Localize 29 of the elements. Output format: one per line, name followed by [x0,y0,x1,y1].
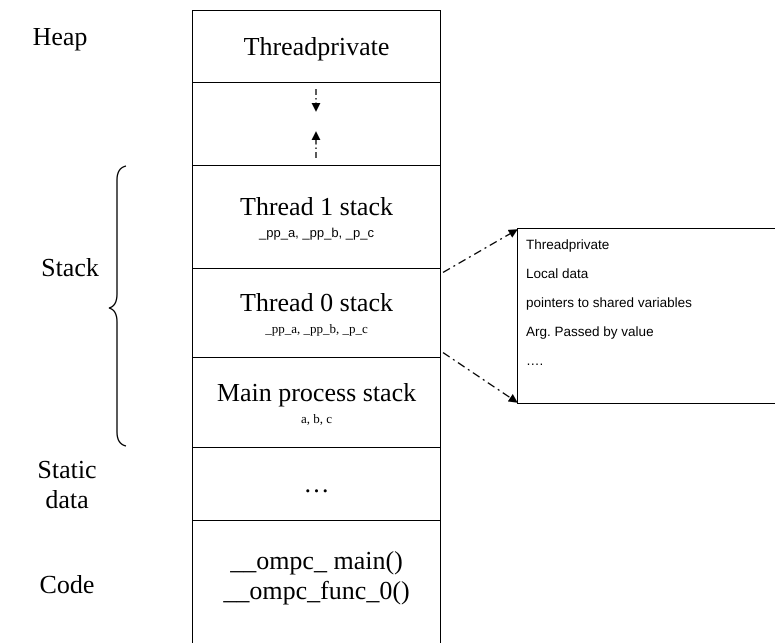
segment-label: Heap [32,22,88,52]
variable-list: _pp_a, _pp_b, _p_c [265,320,368,338]
note-line: …. [526,353,544,369]
note-line: Threadprivate [526,237,610,253]
callout-box [517,228,775,404]
segment-title: Main process stack [216,378,416,408]
segment-label: Code [38,570,96,600]
memory-segment [192,447,441,520]
memory-segment [192,357,441,447]
variable-list: _pp_a, _pp_b, _p_c [259,224,374,242]
note-line: Arg. Passed by value [526,324,654,340]
function-name: __ompc_func_0() [223,576,410,606]
function-name: __ompc_ main() [230,546,403,576]
note-line: Local data [526,266,588,282]
memory-segment [192,165,441,268]
note-line: pointers to shared variables [526,295,692,311]
memory-segment [192,82,441,165]
memory-segment [192,10,441,82]
segment-label: Static data [36,455,98,515]
segment-title: Thread 0 stack [240,288,394,318]
segment-label: Stack [40,253,100,283]
memory-segment [192,520,441,643]
ellipsis-text: … [304,469,330,499]
connector-arrow [442,352,518,403]
connector-arrow [442,229,518,274]
segment-title: Threadprivate [244,32,390,62]
memory-segment [192,268,441,357]
variable-list: a, b, c [300,410,332,428]
segment-title: Thread 1 stack [240,192,394,222]
